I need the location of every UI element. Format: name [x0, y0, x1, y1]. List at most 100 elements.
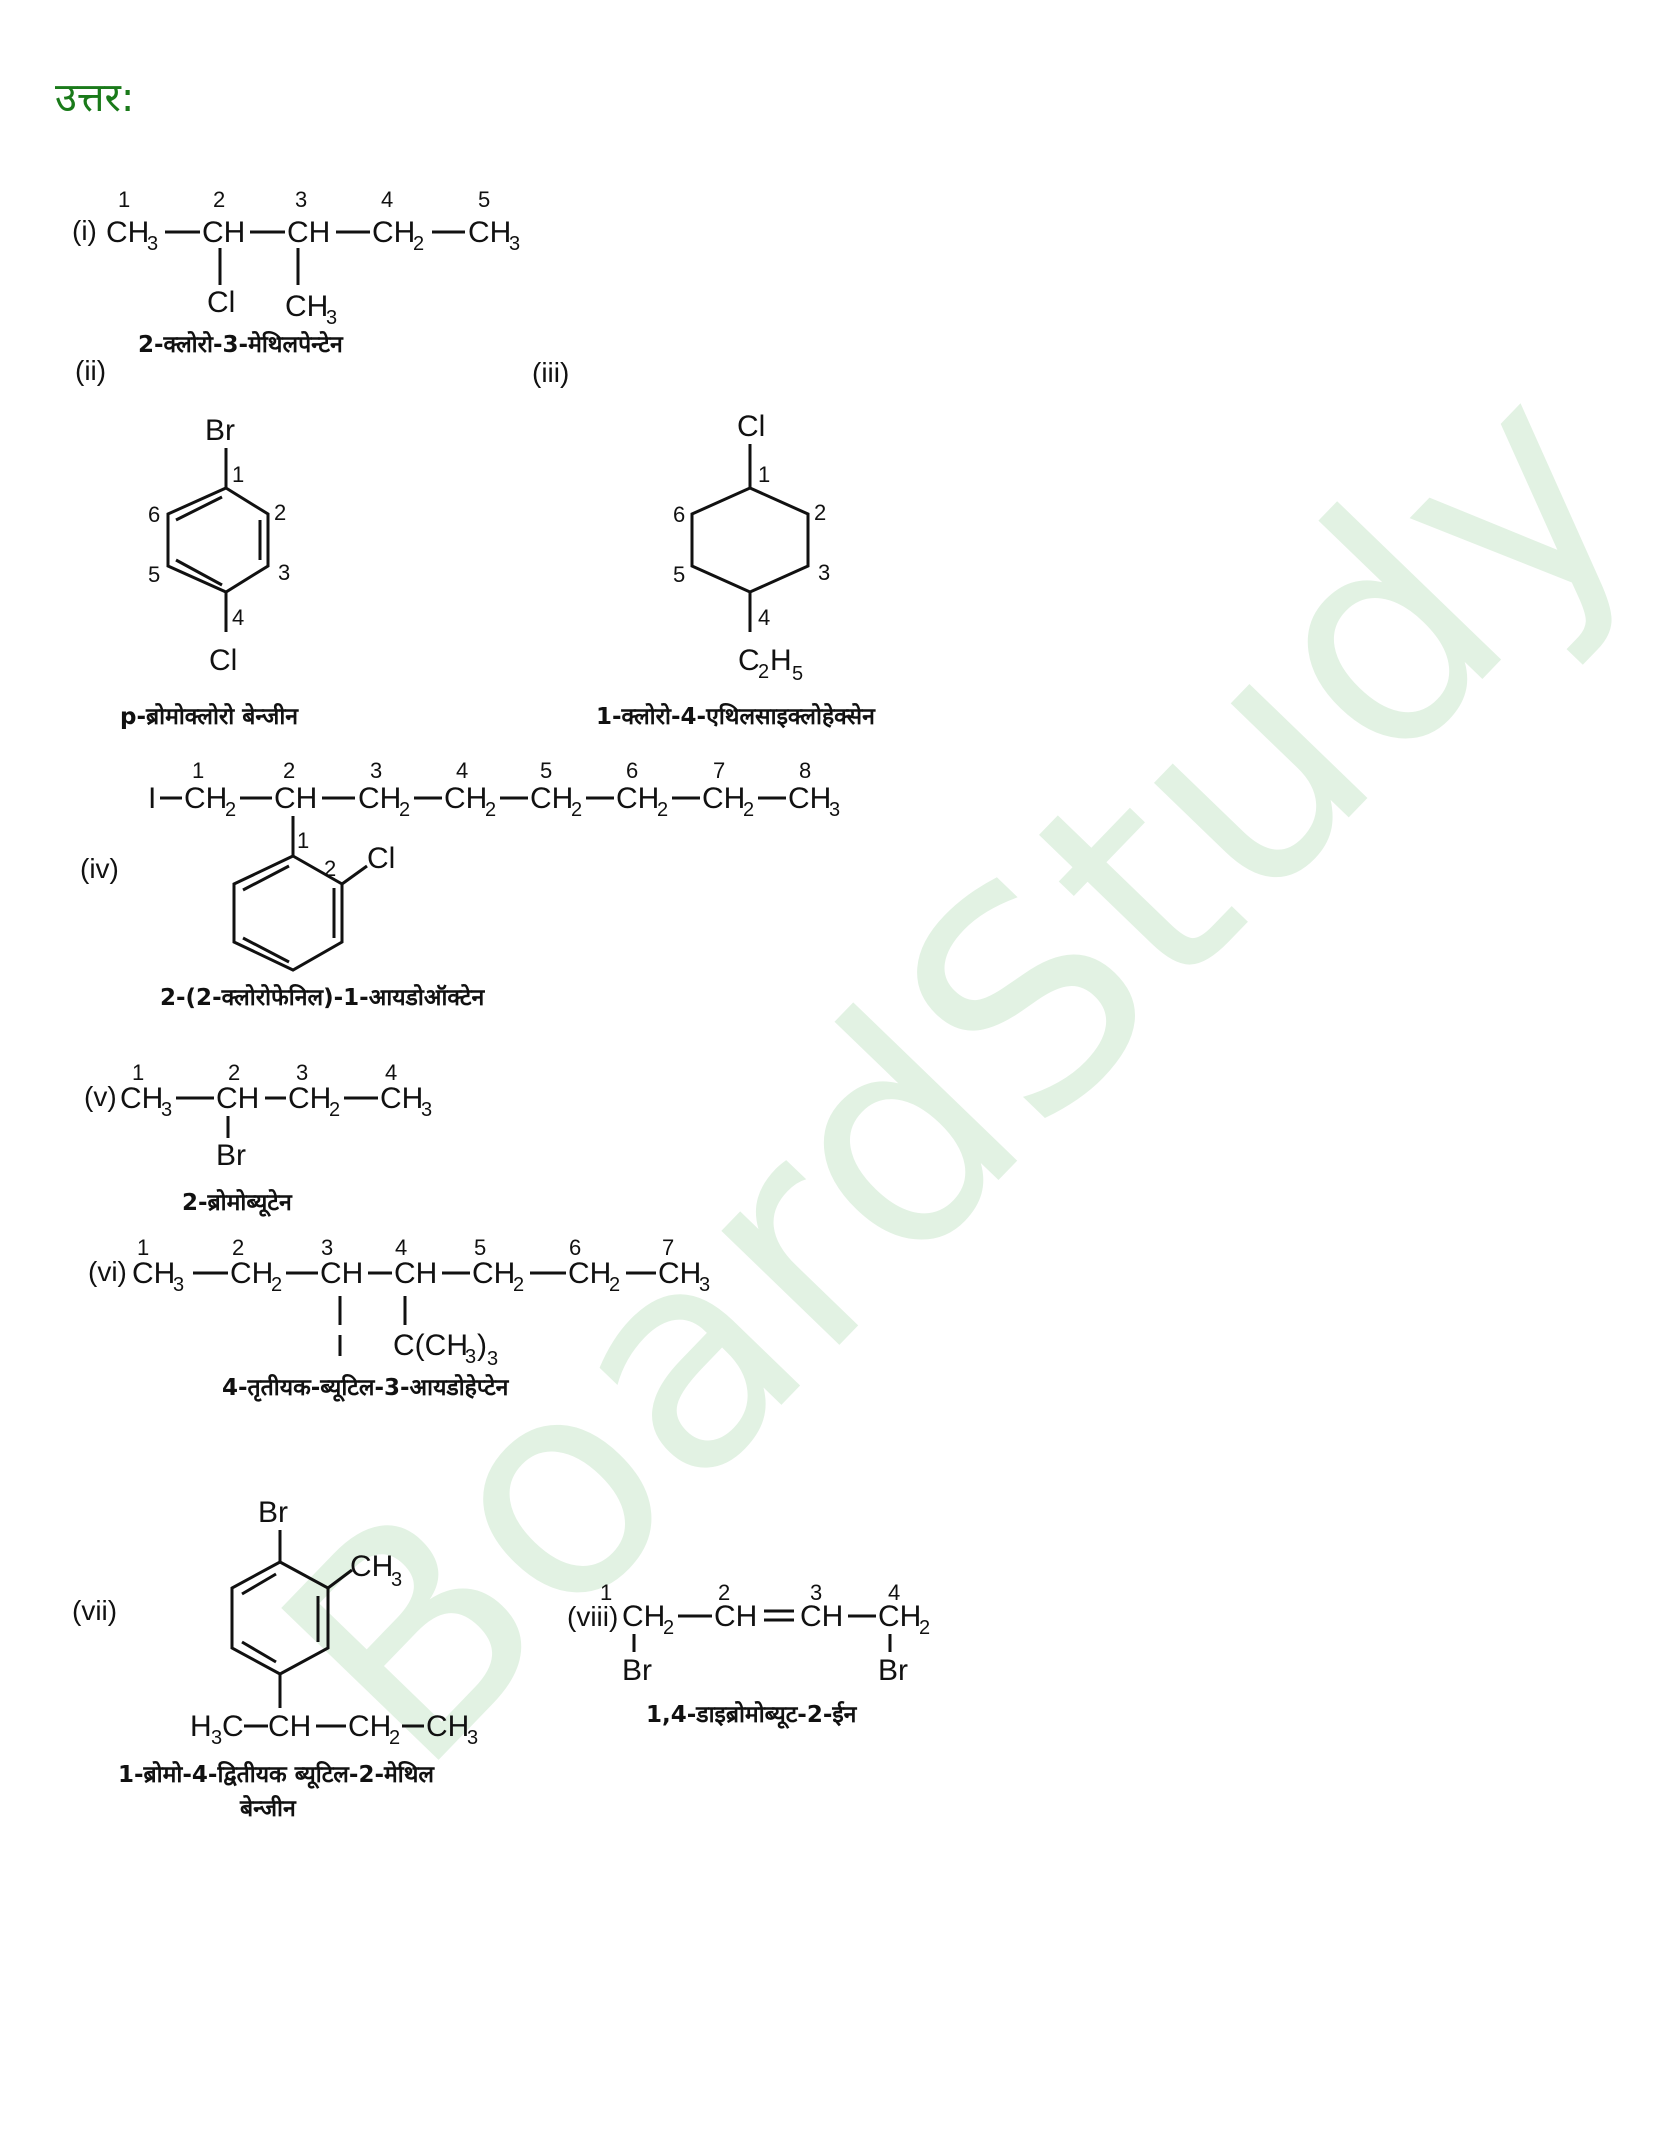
svg-text:I: I: [148, 782, 156, 815]
structure-label: (ii): [75, 355, 106, 386]
svg-text:2: 2: [213, 187, 225, 212]
structure-label: (vii): [72, 1595, 117, 1626]
svg-text:CH: CH: [394, 1257, 437, 1290]
svg-text:CH: CH: [120, 1082, 163, 1115]
svg-text:1: 1: [232, 462, 244, 487]
svg-text:1: 1: [758, 462, 770, 487]
svg-text:CH: CH: [274, 782, 317, 815]
svg-text:C: C: [738, 644, 760, 677]
svg-text:Cl: Cl: [737, 410, 765, 443]
svg-text:3: 3: [370, 758, 382, 783]
svg-text:CH: CH: [288, 1082, 331, 1115]
svg-text:2: 2: [413, 233, 424, 255]
svg-text:5: 5: [792, 663, 803, 685]
svg-text:CH: CH: [348, 1710, 391, 1743]
svg-text:CH: CH: [268, 1710, 311, 1743]
svg-text:C(CH: C(CH: [393, 1329, 468, 1362]
svg-text:2: 2: [758, 661, 769, 683]
compound-name: 4-तृतीयक-ब्यूटिल-3-आयडोहेप्टेन: [222, 1373, 510, 1402]
svg-text:2: 2: [718, 1580, 730, 1605]
svg-text:3: 3: [465, 1346, 476, 1368]
compound-name: 2-ब्रोमोब्यूटेन: [182, 1188, 293, 1217]
svg-text:CH: CH: [426, 1710, 469, 1743]
svg-text:CH: CH: [472, 1257, 515, 1290]
svg-text:1: 1: [137, 1235, 149, 1260]
svg-text:CH: CH: [106, 216, 149, 249]
svg-text:Br: Br: [216, 1139, 246, 1172]
svg-text:2: 2: [274, 500, 286, 525]
svg-text:H: H: [770, 644, 792, 677]
structure-label: (iv): [80, 853, 119, 884]
svg-text:CH: CH: [202, 216, 245, 249]
svg-text:2: 2: [324, 856, 336, 881]
svg-text:Br: Br: [205, 414, 235, 447]
svg-text:3: 3: [321, 1235, 333, 1260]
svg-text:3: 3: [818, 560, 830, 585]
svg-text:CH: CH: [468, 216, 511, 249]
svg-text:6: 6: [626, 758, 638, 783]
svg-text:1: 1: [118, 187, 130, 212]
svg-text:CH: CH: [568, 1257, 611, 1290]
structure-label: (v): [84, 1081, 117, 1112]
svg-text:2: 2: [271, 1274, 282, 1296]
svg-text:CH: CH: [216, 1082, 259, 1115]
svg-text:CH: CH: [658, 1257, 701, 1290]
svg-text:1: 1: [192, 758, 204, 783]
structure-label: (viii): [567, 1601, 618, 1632]
svg-text:3: 3: [161, 1099, 172, 1121]
svg-text:1: 1: [297, 828, 309, 853]
svg-text:3: 3: [295, 187, 307, 212]
svg-text:7: 7: [713, 758, 725, 783]
svg-text:3: 3: [810, 1580, 822, 1605]
svg-text:CH: CH: [714, 1600, 757, 1633]
svg-text:4: 4: [456, 758, 468, 783]
svg-text:2: 2: [919, 1617, 930, 1639]
svg-text:1: 1: [132, 1060, 144, 1085]
svg-text:2: 2: [513, 1274, 524, 1296]
svg-text:CH: CH: [380, 1082, 423, 1115]
svg-text:4: 4: [888, 1580, 900, 1605]
structure-label: (i): [72, 215, 97, 246]
svg-text:CH: CH: [616, 782, 659, 815]
svg-text:Br: Br: [258, 1496, 288, 1529]
svg-text:3: 3: [391, 1569, 402, 1591]
svg-text:): ): [477, 1329, 487, 1362]
svg-text:8: 8: [799, 758, 811, 783]
svg-text:6: 6: [148, 502, 160, 527]
svg-text:CH: CH: [350, 1550, 393, 1583]
svg-text:3: 3: [278, 560, 290, 585]
svg-text:H: H: [190, 1710, 212, 1743]
svg-text:2: 2: [228, 1060, 240, 1085]
svg-text:Br: Br: [878, 1654, 908, 1687]
compound-name: p-ब्रोमोक्लोरो बेन्जीन: [120, 702, 299, 730]
svg-text:2: 2: [814, 500, 826, 525]
svg-text:4: 4: [381, 187, 393, 212]
svg-text:Cl: Cl: [209, 644, 237, 677]
svg-text:2: 2: [743, 799, 754, 821]
svg-text:6: 6: [569, 1235, 581, 1260]
svg-text:CH: CH: [372, 216, 415, 249]
svg-text:4: 4: [385, 1060, 397, 1085]
compound-name: 2-क्लोरो-3-मेथिलपेन्टेन: [138, 330, 344, 358]
svg-text:2: 2: [663, 1617, 674, 1639]
svg-text:4: 4: [395, 1235, 407, 1260]
svg-text:CH: CH: [184, 782, 227, 815]
svg-text:5: 5: [478, 187, 490, 212]
structure-label: (iii): [532, 357, 569, 388]
svg-text:2: 2: [399, 799, 410, 821]
svg-text:C: C: [222, 1710, 244, 1743]
svg-text:3: 3: [421, 1099, 432, 1121]
compound-name: 2-(2-क्लोरोफेनिल)-1-आयडोऑक्टेन: [160, 983, 485, 1011]
svg-text:5: 5: [148, 562, 160, 587]
svg-text:4: 4: [758, 605, 770, 630]
svg-text:CH: CH: [320, 1257, 363, 1290]
svg-text:3: 3: [509, 233, 520, 255]
svg-text:CH: CH: [878, 1600, 921, 1633]
